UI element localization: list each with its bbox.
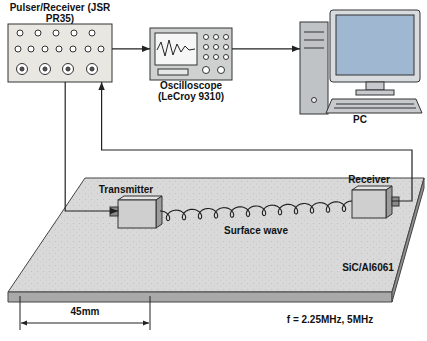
drawing-part — [21, 323, 149, 324]
drawing-part — [98, 46, 104, 52]
drawing-part — [118, 196, 162, 200]
oscilloscope-unit — [150, 28, 232, 80]
receiver-probe — [352, 186, 399, 218]
drawing-part — [90, 67, 94, 71]
drawing-part — [8, 292, 392, 302]
drawing-part — [352, 190, 386, 218]
drawing-part — [8, 24, 112, 82]
drawing-part — [70, 46, 76, 52]
dimension-label: 45mm — [40, 306, 130, 317]
node-label: Transmitter — [86, 184, 166, 195]
dimension-line — [20, 296, 150, 330]
drawing-part — [214, 35, 219, 40]
transmitter-probe — [110, 196, 162, 228]
drawing-part — [334, 108, 416, 109]
signal-cable — [102, 82, 412, 201]
drawing-part — [366, 82, 384, 90]
computer — [300, 10, 422, 114]
edge-label: Surface wave — [222, 225, 290, 236]
drawing-part — [56, 46, 62, 52]
drawing-part — [304, 40, 324, 41]
drawing-part — [28, 46, 34, 52]
node-label: Pulser/Receiver (JSR PR35) — [4, 2, 116, 24]
node-outline — [150, 28, 232, 80]
drawing-part — [43, 67, 47, 71]
drawing-part — [15, 46, 21, 52]
drawing-part — [158, 69, 188, 75]
drawing-part — [312, 98, 317, 103]
drawing-part — [20, 296, 21, 330]
computer: PC — [298, 10, 422, 125]
drawing-part — [8, 178, 424, 292]
drawing-part — [150, 296, 151, 330]
pulser-receiver-unit — [8, 24, 112, 82]
drawing-part — [224, 45, 229, 50]
drawing-part — [118, 200, 156, 228]
drawing-part — [157, 40, 195, 56]
drawing-part — [15, 30, 104, 75]
drawing-part — [17, 30, 23, 36]
pulser-receiver: Pulser/Receiver (JSR PR35) — [4, 2, 116, 82]
drawing-part — [42, 46, 48, 52]
node-outline — [118, 195, 160, 227]
drawing-part — [304, 48, 324, 49]
drawing-part — [71, 30, 77, 36]
drawing-part — [53, 30, 59, 36]
drawing-part — [218, 67, 225, 74]
signal-cable — [232, 48, 300, 49]
oscilloscope: Oscilloscope (LeCroy 9310) — [140, 28, 242, 102]
drawing-part — [304, 32, 324, 33]
transmitter: Transmitter — [86, 184, 166, 227]
drawing-part — [326, 99, 422, 113]
node-label: Receiver — [334, 174, 404, 185]
drawing-part — [204, 45, 209, 50]
drawing-part — [63, 64, 74, 75]
drawing-part — [66, 67, 70, 71]
node-outline — [352, 185, 392, 217]
drawing-part — [89, 30, 95, 36]
drawing-part — [17, 64, 28, 75]
drawing-part — [150, 28, 232, 80]
node-outline — [300, 10, 422, 114]
receiver: Receiver — [334, 174, 404, 217]
drawing-part — [300, 22, 328, 114]
node-label: Oscilloscope (LeCroy 9310) — [140, 80, 242, 102]
drawing-part — [330, 10, 420, 82]
surface-wave — [160, 201, 352, 221]
node-label: SiC/Al6061 — [326, 262, 410, 273]
drawing-part — [35, 30, 41, 36]
drawing-part — [392, 178, 424, 302]
drawing-part — [155, 33, 197, 65]
drawing-part — [20, 67, 24, 71]
drawing-part — [356, 90, 394, 95]
drawing-part — [224, 55, 229, 60]
drawing-part — [336, 104, 414, 105]
drawing-part — [336, 15, 414, 75]
specimen-plate — [8, 178, 424, 302]
drawing-part — [224, 35, 229, 40]
frequency-note: f = 2.25MHz, 5MHz — [250, 314, 410, 325]
drawing-part — [204, 55, 209, 60]
drawing-part — [156, 196, 162, 228]
signal-cable — [112, 48, 150, 49]
specimen-plate: SiC/Al6061 — [326, 262, 410, 273]
drawing-part — [214, 55, 219, 60]
node-outline — [8, 24, 112, 82]
drawing-part — [203, 35, 229, 74]
node-label: PC — [298, 114, 422, 125]
drawing-part — [204, 35, 209, 40]
drawing-part — [203, 67, 210, 74]
drawing-part — [214, 45, 219, 50]
drawing-part — [386, 186, 392, 218]
drawing-part — [87, 64, 98, 75]
drawing-part — [40, 64, 51, 75]
drawing-part — [85, 46, 91, 52]
